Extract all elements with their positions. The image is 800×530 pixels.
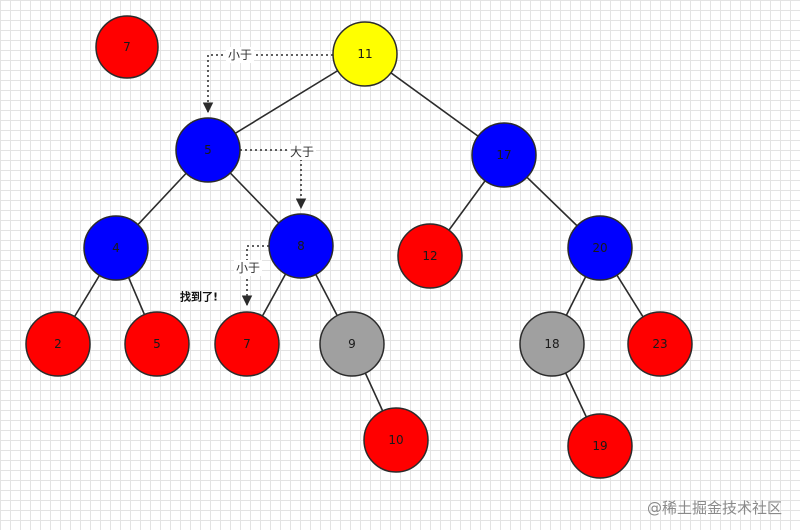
tree-node-n10: 10	[363, 407, 429, 473]
tree-node-circle	[519, 311, 585, 377]
search-key-circle	[95, 15, 159, 79]
tree-node-n9: 9	[319, 311, 385, 377]
search-arrow-label-2: 大于	[290, 145, 314, 159]
tree-node-label: 11	[357, 47, 372, 61]
tree-node-circle	[25, 311, 91, 377]
tree-node-circle	[471, 122, 537, 188]
found-label: 找到了!	[180, 290, 218, 304]
tree-node-label: 9	[348, 337, 356, 351]
tree-node-label: 17	[496, 148, 511, 162]
tree-node-n20: 20	[567, 215, 633, 281]
tree-node-circle	[397, 223, 463, 289]
tree-node-n8: 8	[268, 213, 334, 279]
tree-node-root: 11	[332, 21, 398, 87]
tree-node-n19: 19	[567, 413, 633, 479]
tree-node-label: 23	[652, 337, 667, 351]
search-key-label: 7	[123, 40, 131, 54]
tree-node-label: 19	[592, 439, 607, 453]
tree-node-circle	[214, 311, 280, 377]
watermark: @稀土掘金技术社区	[646, 499, 782, 517]
tree-node-label: 7	[243, 337, 251, 351]
tree-node-circle	[319, 311, 385, 377]
tree-node-circle	[567, 413, 633, 479]
tree-node-label: 18	[544, 337, 559, 351]
tree-node-n5b: 5	[124, 311, 190, 377]
search-arrow-3	[241, 245, 269, 307]
tree-node-label: 5	[204, 143, 212, 157]
tree-node-circle	[124, 311, 190, 377]
tree-node-circle	[567, 215, 633, 281]
tree-node-n7: 7	[214, 311, 280, 377]
tree-node-label: 2	[54, 337, 62, 351]
search-arrow-label-1: 小于	[228, 48, 252, 62]
tree-node-n12: 12	[397, 223, 463, 289]
tree-node-n23: 23	[627, 311, 693, 377]
tree-node-n4: 4	[83, 215, 149, 281]
search-arrow-label-bg	[234, 260, 262, 276]
tree-node-label: 5	[153, 337, 161, 351]
tree-node-label: 4	[112, 241, 120, 255]
tree-node-label: 10	[388, 433, 403, 447]
search-arrow-1	[202, 54, 333, 114]
tree-node-circle	[363, 407, 429, 473]
tree-node-n2: 2	[25, 311, 91, 377]
search-key-node: 7	[95, 15, 159, 79]
tree-node-circle	[627, 311, 693, 377]
tree-node-n18: 18	[519, 311, 585, 377]
tree-node-circle	[332, 21, 398, 87]
tree-node-label: 8	[297, 239, 305, 253]
tree-node-circle	[83, 215, 149, 281]
search-arrow-label-3: 小于	[236, 261, 260, 275]
search-arrow-label-bg	[226, 47, 254, 63]
tree-node-label: 12	[422, 249, 437, 263]
tree-node-label: 20	[592, 241, 607, 255]
tree-node-n5: 5	[175, 117, 241, 183]
tree-node-n17: 17	[471, 122, 537, 188]
search-arrow-label-bg	[288, 144, 316, 160]
